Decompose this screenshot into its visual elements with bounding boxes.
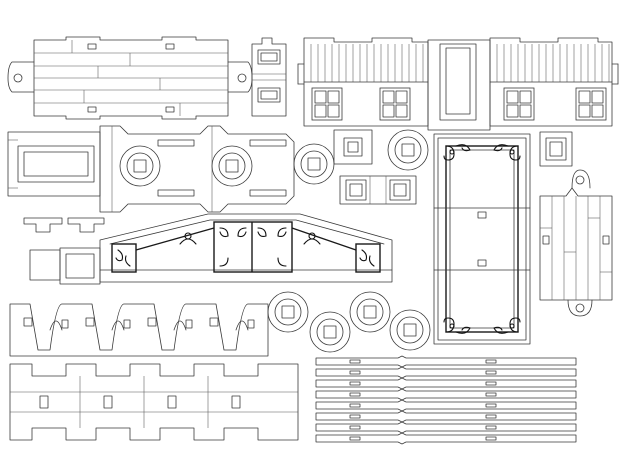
slat-slot <box>485 436 497 441</box>
truss-side-panel <box>99 213 393 283</box>
slat-slot <box>349 436 361 441</box>
slat-slot <box>485 414 497 419</box>
slat-slot <box>349 425 361 430</box>
cottage-roof-wall-left <box>297 37 429 127</box>
ornate-frame-panel <box>433 133 531 345</box>
slat-slot <box>485 403 497 408</box>
slat-strips <box>315 355 577 445</box>
axle-block-small <box>339 175 417 205</box>
cottage-roof-wall-right <box>489 37 619 127</box>
wall-plank-lines <box>310 44 424 82</box>
slat-slot <box>485 381 497 386</box>
slat-strip <box>315 388 577 401</box>
slat-strip <box>315 421 577 434</box>
slat-strip <box>315 432 577 445</box>
tab-strip-upper <box>9 303 269 357</box>
slat-strip <box>315 355 577 368</box>
wheel-set-lower <box>267 291 431 353</box>
plank-deck-right <box>539 169 613 317</box>
slat-slot <box>349 392 361 397</box>
slat-slot <box>349 414 361 419</box>
truss-end-block <box>29 247 101 285</box>
slat-slot <box>485 370 497 375</box>
chassis-panel <box>99 125 295 213</box>
slat-slot <box>485 359 497 364</box>
slat-strip <box>315 377 577 390</box>
wall-connector <box>427 39 491 131</box>
slat-slot <box>349 370 361 375</box>
slat-slot <box>485 425 497 430</box>
side-bracket-right <box>539 131 573 167</box>
tab-strip-lower <box>9 363 299 441</box>
slat-slot <box>485 392 497 397</box>
wall-plank-lines <box>496 44 610 82</box>
slat-strip <box>315 410 577 423</box>
slat-slot <box>349 381 361 386</box>
floor-plank-deck-left <box>7 36 253 120</box>
slat-strip <box>315 399 577 412</box>
scroll-corner-ornaments <box>443 144 521 334</box>
slat-strip <box>315 366 577 379</box>
side-bracket-small <box>251 37 287 117</box>
small-tabs <box>23 217 105 233</box>
slat-slot <box>349 359 361 364</box>
truss-ornaments <box>115 227 375 267</box>
slat-slot <box>349 403 361 408</box>
axle-block-left <box>7 131 101 197</box>
wheel-set-upper <box>293 129 429 185</box>
